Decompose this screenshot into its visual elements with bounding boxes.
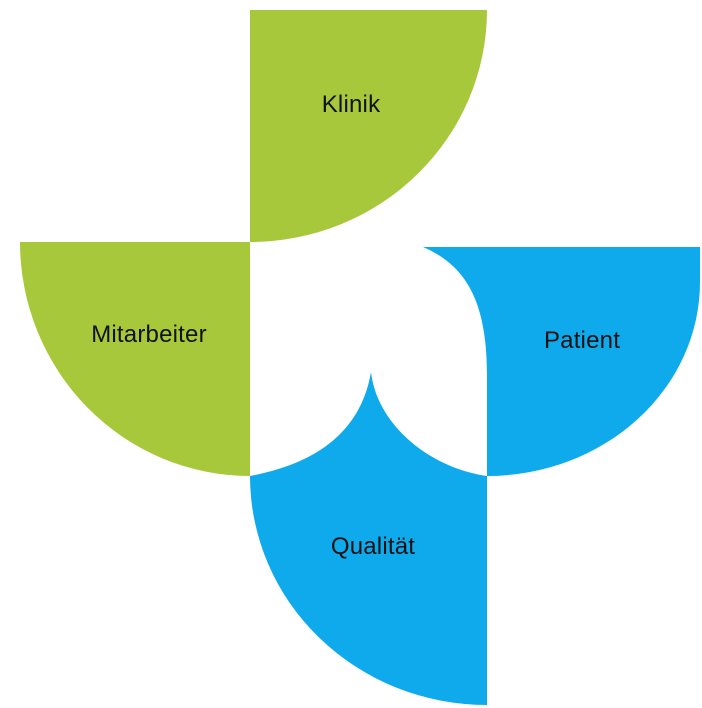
- patient-label: Patient: [544, 327, 620, 354]
- mitarbeiter-label: Mitarbeiter: [91, 321, 207, 348]
- qualitaet-label: Qualität: [331, 533, 415, 560]
- klinik-petal: [250, 10, 487, 242]
- patient-petal: [423, 247, 700, 476]
- mitarbeiter-petal: [20, 242, 250, 476]
- klinik-label: Klinik: [322, 91, 381, 118]
- qualitaet-petal: [250, 372, 487, 705]
